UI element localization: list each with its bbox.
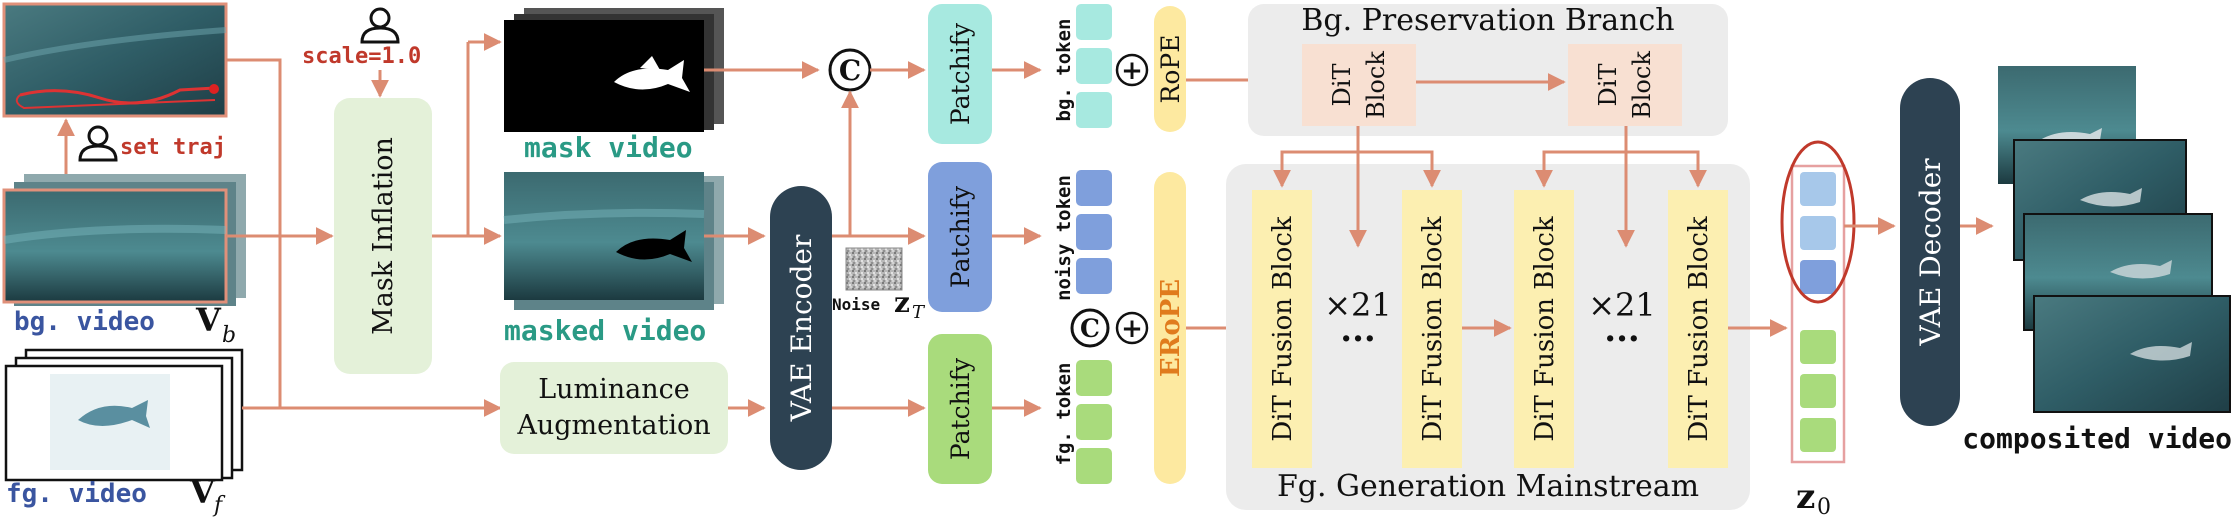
patchify-fg-label: Patchify <box>946 357 975 460</box>
patchify-fg <box>928 334 992 484</box>
patchify-noisy-label: Patchify <box>946 185 975 288</box>
mask-inflation-box <box>334 98 432 374</box>
z0-token-column <box>1790 164 1846 464</box>
fg-token-label: fg. token <box>1053 363 1075 466</box>
repeat-count-2: ×21 <box>1588 286 1656 324</box>
highlight-ellipse <box>1780 140 1856 304</box>
rope-label: RoPE <box>1156 35 1185 104</box>
fg-video-stack <box>4 348 244 482</box>
fish-fg-icon <box>78 400 150 428</box>
mask-video-stack <box>504 8 724 132</box>
mask-inflation-label: Mask Inflation <box>368 137 399 335</box>
composited-video-label: composited video <box>1962 422 2232 455</box>
scale-label: scale=1.0 <box>302 44 421 69</box>
z0-noisy-tokens <box>1800 172 1836 294</box>
vae-encoder-block <box>770 186 832 470</box>
zt-symbol: z <box>894 286 910 319</box>
vf-subscript: f <box>212 493 226 517</box>
dit-fusion-block-1 <box>1252 190 1312 468</box>
bg-token-label: bg. token <box>1053 19 1075 122</box>
patchify-bg <box>928 4 992 144</box>
fg-token-stack <box>1076 360 1112 484</box>
dit-block-2-line2: Block <box>1628 51 1656 119</box>
scale-user-icon <box>360 7 400 44</box>
plus-icon-mid <box>1115 311 1149 345</box>
patchify-bg-label: Patchify <box>946 22 975 125</box>
vae-decoder-label: VAE Decoder <box>1914 158 1947 347</box>
set-traj-label: set traj <box>120 135 226 160</box>
dit-block-1 <box>1302 44 1416 126</box>
plus-symbol-top: + <box>1121 56 1143 86</box>
fg-mainstream-panel <box>1226 164 1750 510</box>
trajectory-frame <box>2 2 228 118</box>
rope-box <box>1154 6 1186 132</box>
dit-block-2-line1: DiT <box>1594 64 1622 107</box>
dit-fusion-label-4: DiT Fusion Block <box>1684 216 1714 442</box>
masked-video-stack <box>503 172 724 310</box>
erope-box <box>1154 172 1186 484</box>
user-icon <box>78 125 118 162</box>
erope-label: ERoPE <box>1156 279 1186 377</box>
dit-fusion-label-3: DiT Fusion Block <box>1530 216 1560 442</box>
fg-mainstream-title: Fg. Generation Mainstream <box>1277 469 1699 504</box>
noise-label: Noise <box>832 295 880 314</box>
luminance-label-1: Luminance <box>538 374 690 405</box>
noisy-token-label: noisy token <box>1053 175 1075 301</box>
noise-patch <box>845 247 903 291</box>
plus-icon-top <box>1115 53 1149 87</box>
dit-block-2 <box>1568 44 1682 126</box>
z0-symbol: z <box>1796 477 1815 517</box>
concat-symbol-mid: C <box>1080 314 1100 343</box>
luminance-box <box>500 362 728 454</box>
vf-symbol: V <box>189 473 216 511</box>
dit-block-1-line1: DiT <box>1328 64 1356 107</box>
mask-video-label: mask video <box>524 131 693 164</box>
dit-fusion-block-3 <box>1514 190 1574 468</box>
vb-subscript: b <box>222 323 236 348</box>
patchify-noisy <box>928 162 992 312</box>
dit-fusion-block-2 <box>1402 190 1462 468</box>
bg-video-label: bg. video <box>14 307 155 337</box>
vb-symbol: V <box>195 301 222 339</box>
fish-mask-icon <box>614 56 690 92</box>
bg-branch-title: Bg. Preservation Branch <box>1301 3 1674 38</box>
fg-video-label: fg. video <box>6 479 147 509</box>
repeat-count-1: ×21 <box>1324 286 1392 324</box>
masked-video-label: masked video <box>504 314 706 347</box>
concat-symbol-top: C <box>839 54 861 87</box>
bg-token-stack <box>1076 4 1112 128</box>
bg-video-stack <box>2 174 246 306</box>
trajectory-end-point <box>209 84 219 94</box>
zt-subscript: T <box>912 302 926 323</box>
noisy-token-stack <box>1076 170 1112 294</box>
dit-fusion-block-4 <box>1668 190 1728 468</box>
vae-encoder-label: VAE Encoder <box>785 234 818 422</box>
ellipsis-1: ··· <box>1340 319 1376 359</box>
plus-symbol-mid: + <box>1121 314 1143 344</box>
dit-block-1-line2: Block <box>1362 51 1390 119</box>
z0-subscript: 0 <box>1817 495 1831 517</box>
vae-decoder-block <box>1900 78 1960 426</box>
composited-video-stack <box>1998 66 2231 413</box>
dit-fusion-label-1: DiT Fusion Block <box>1268 216 1298 442</box>
concat-icon-mid <box>1070 308 1110 348</box>
dit-fusion-label-2: DiT Fusion Block <box>1418 216 1448 442</box>
ellipsis-2: ··· <box>1604 319 1640 359</box>
z0-fg-tokens <box>1800 330 1836 452</box>
luminance-label-2: Augmentation <box>516 410 710 441</box>
fish-masked-icon <box>616 230 692 262</box>
